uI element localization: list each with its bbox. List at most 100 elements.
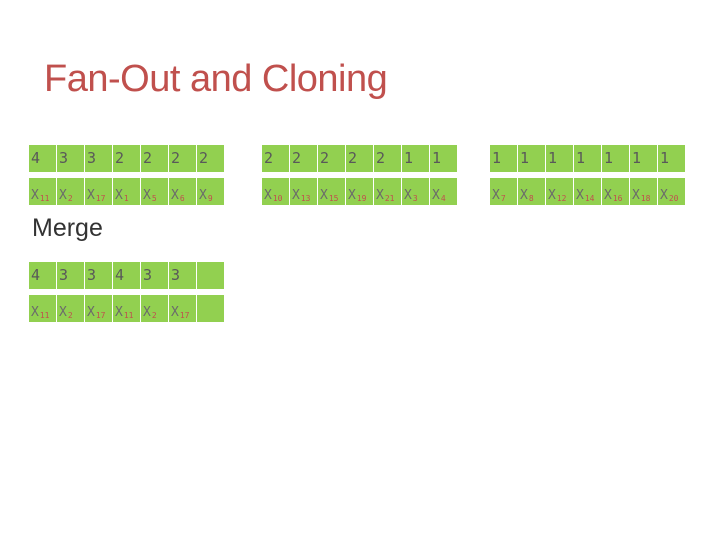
variable-subscript: 2 — [67, 194, 73, 203]
variable-letter: X — [171, 188, 179, 203]
variable-subscript: 10 — [272, 194, 283, 203]
variable-subscript: 17 — [179, 311, 190, 320]
variable-letter: X — [576, 188, 584, 203]
variable-subscript: 6 — [179, 194, 185, 203]
variable-subscript: 5 — [151, 194, 157, 203]
variable-letter: X — [520, 188, 528, 203]
variable-letter: X — [492, 188, 500, 203]
variable-letter: X — [404, 188, 412, 203]
variable-letter: X — [348, 188, 356, 203]
merge-label: Merge — [32, 214, 103, 242]
count-cell: 2 — [262, 145, 289, 172]
variable-letter: X — [432, 188, 440, 203]
count-cell: 1 — [490, 145, 517, 172]
count-cell: 2 — [169, 145, 196, 172]
count-cell: 2 — [113, 145, 140, 172]
variable-subscript: 15 — [328, 194, 339, 203]
variable-subscript: 17 — [95, 194, 106, 203]
count-cell: 1 — [518, 145, 545, 172]
count-cell: 3 — [141, 262, 168, 289]
variable-letter: X — [59, 305, 67, 320]
variable-subscript: 14 — [584, 194, 595, 203]
count-cell: 1 — [402, 145, 429, 172]
count-cell: 3 — [57, 262, 84, 289]
variable-subscript: 8 — [528, 194, 534, 203]
variable-subscript: 7 — [500, 194, 506, 203]
variable-subscript: 2 — [67, 311, 73, 320]
variable-subscript: 2 — [151, 311, 157, 320]
variable-letter: X — [59, 188, 67, 203]
variable-letter: X — [376, 188, 384, 203]
count-cell: 2 — [346, 145, 373, 172]
count-cell: 3 — [85, 145, 112, 172]
variable-letter: X — [320, 188, 328, 203]
variable-letter: X — [660, 188, 668, 203]
variable-subscript: 21 — [384, 194, 395, 203]
variable-letter: X — [31, 305, 39, 320]
variable-subscript: 11 — [39, 194, 50, 203]
count-cell: 2 — [197, 145, 224, 172]
count-cell: 1 — [574, 145, 601, 172]
variable-letter: X — [143, 188, 151, 203]
variable-letter: X — [292, 188, 300, 203]
variable-letter: X — [264, 188, 272, 203]
variable-letter: X — [143, 305, 151, 320]
variable-letter: X — [632, 188, 640, 203]
variable-subscript: 13 — [300, 194, 311, 203]
variable-letter: X — [199, 188, 207, 203]
count-cell — [197, 262, 224, 289]
variable-letter: X — [115, 305, 123, 320]
variable-cell — [197, 295, 224, 322]
variable-subscript: 11 — [123, 311, 134, 320]
count-cell: 2 — [374, 145, 401, 172]
variable-subscript: 16 — [612, 194, 623, 203]
variable-subscript: 9 — [207, 194, 213, 203]
count-cell: 2 — [141, 145, 168, 172]
count-cell: 3 — [57, 145, 84, 172]
count-cell: 3 — [85, 262, 112, 289]
variable-letter: X — [604, 188, 612, 203]
count-cell: 3 — [169, 262, 196, 289]
variable-subscript: 1 — [123, 194, 129, 203]
variable-letter: X — [115, 188, 123, 203]
count-cell: 1 — [430, 145, 457, 172]
variable-subscript: 11 — [39, 311, 50, 320]
variable-letter: X — [548, 188, 556, 203]
count-cell: 1 — [658, 145, 685, 172]
count-cell: 1 — [630, 145, 657, 172]
variable-letter: X — [31, 188, 39, 203]
slide-title: Fan-Out and Cloning — [44, 58, 388, 100]
variable-subscript: 19 — [356, 194, 367, 203]
count-cell: 2 — [290, 145, 317, 172]
variable-subscript: 4 — [440, 194, 446, 203]
variable-subscript: 17 — [95, 311, 106, 320]
variable-subscript: 20 — [668, 194, 679, 203]
count-cell: 1 — [602, 145, 629, 172]
count-cell: 1 — [546, 145, 573, 172]
